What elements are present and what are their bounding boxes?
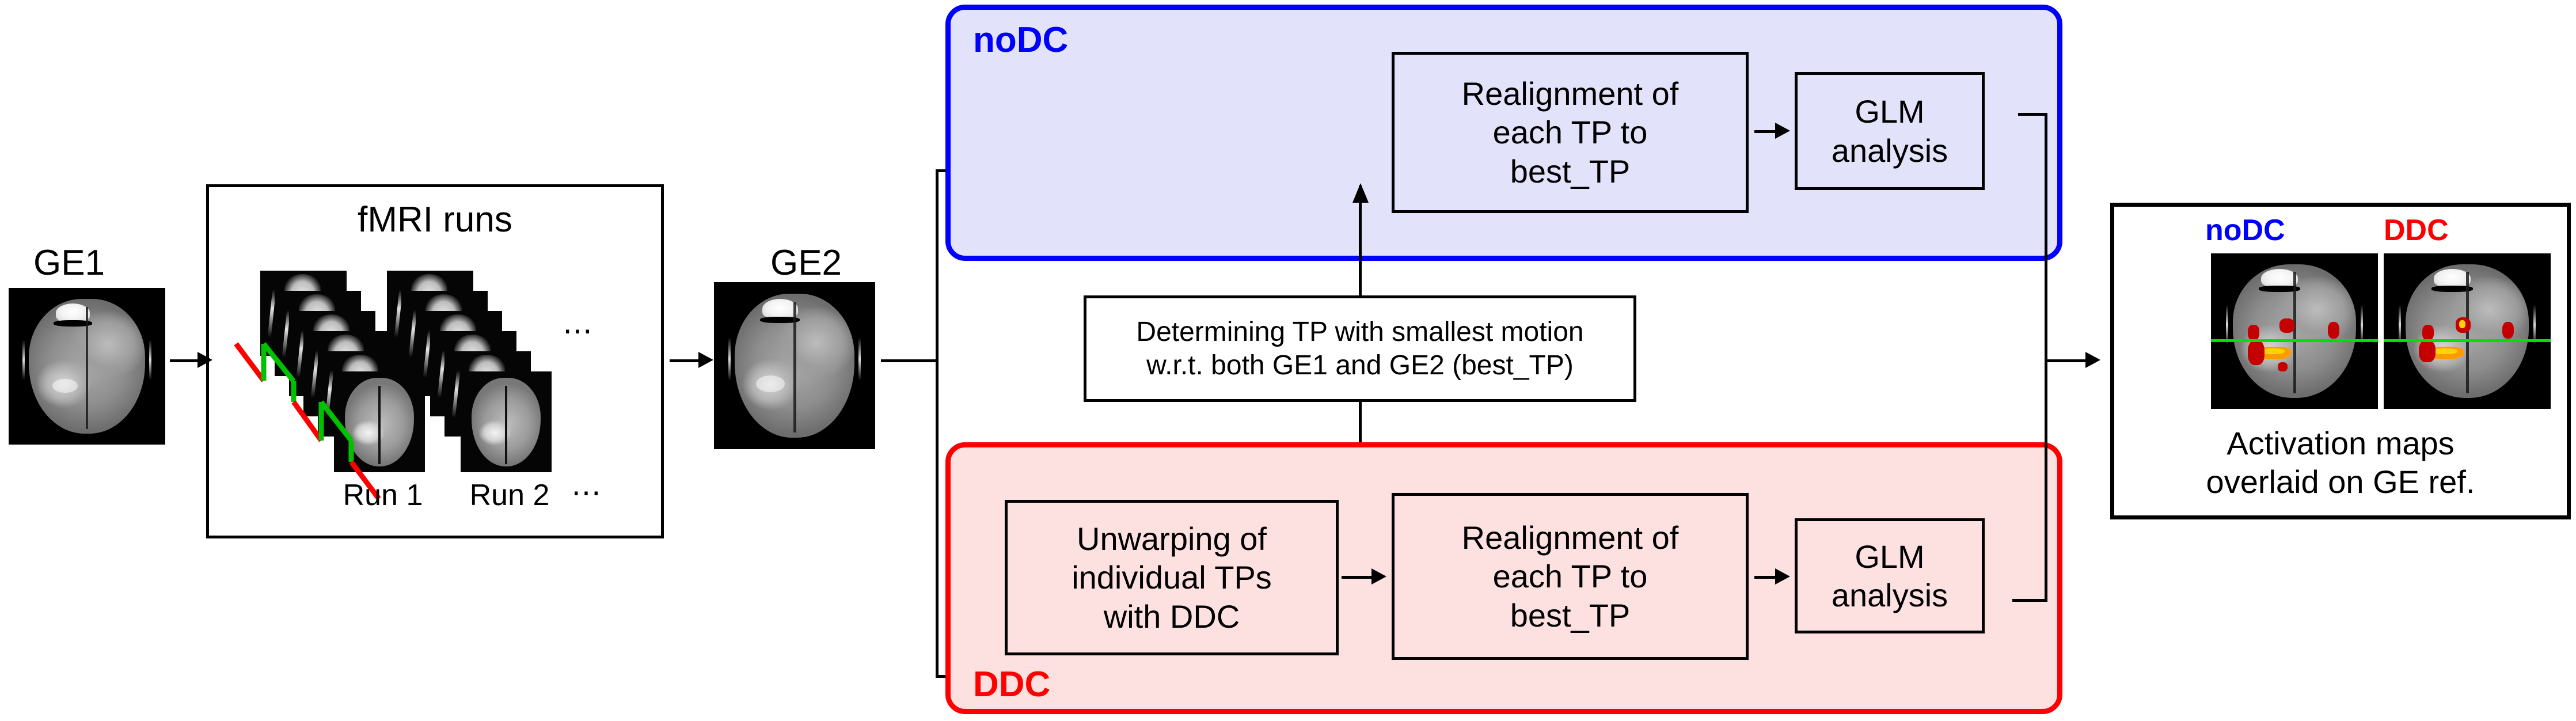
output-ddc-lesion <box>2431 269 2473 292</box>
ge1-skull-rim-right <box>149 339 151 381</box>
output-ddc-reference-line <box>2384 339 2551 342</box>
arrow-to-output-line <box>2045 359 2088 362</box>
ge2-midline-fissure <box>793 302 796 432</box>
output-nodc-fissure <box>2293 272 2296 393</box>
arrow-fmri-to-ge2-head <box>698 352 713 368</box>
activation-blob <box>2328 321 2340 339</box>
output-panel-caption: Activation maps overlaid on GE ref. <box>2206 424 2475 500</box>
ge1-label: GE1 <box>33 243 105 283</box>
activation-blob <box>2278 362 2288 372</box>
nodc-realign-to-glm-line <box>1754 130 1779 133</box>
output-panel-box <box>2110 203 2571 519</box>
output-column-label-nodc: noDC <box>2205 214 2285 247</box>
fmri-runs-title: fMRI runs <box>358 200 512 240</box>
output-nodc-rim-right <box>2360 305 2363 346</box>
ddc-realignment-box[interactable] <box>1392 493 1749 660</box>
output-ddc-fissure <box>2465 272 2469 393</box>
run1-label: Run 1 <box>343 479 423 512</box>
arrow-to-output-head <box>2085 352 2100 368</box>
output-ddc-rim-left <box>2399 305 2402 346</box>
nodc-realignment-box[interactable] <box>1392 52 1749 213</box>
ddc-unwarping-label: Unwarping of individual TPs with DDC <box>1072 521 1272 635</box>
acquisition-timing-zigzag <box>234 342 381 500</box>
ge2-bright-region <box>755 375 785 393</box>
nodc-panel-tag: noDC <box>973 20 1069 60</box>
ddc-unwarp-to-realign-head <box>1371 568 1386 585</box>
ddc-unwarping-box[interactable] <box>1005 500 1339 655</box>
output-column-label-ddc: DDC <box>2384 214 2449 247</box>
nodc-glm-label: GLM analysis <box>1831 93 1948 169</box>
slice-fissure <box>505 385 507 464</box>
ddc-glm-box[interactable] <box>1795 518 1985 633</box>
best-tp-label: Determining TP with smallest motion w.r.… <box>1136 316 1584 381</box>
split-vertical-line <box>936 169 939 676</box>
output-brain-nodc <box>2211 253 2378 409</box>
ge1-lesion <box>54 303 92 327</box>
slice-streak <box>451 370 460 418</box>
stack-ellipsis: ⋯ <box>563 314 595 348</box>
nodc-panel <box>945 5 2062 261</box>
ge1-skull-rim-left <box>22 339 25 381</box>
activation-blob <box>2247 325 2260 341</box>
ddc-realign-to-glm-head <box>1775 568 1790 585</box>
ddc-panel-tag: DDC <box>973 665 1051 704</box>
activation-blob <box>2247 340 2265 366</box>
output-nodc-reference-line <box>2211 339 2378 342</box>
nodc-glm-box[interactable] <box>1795 72 1985 190</box>
ddc-realign-to-glm-line <box>1754 576 1779 579</box>
output-nodc-rim-left <box>2226 305 2229 346</box>
ge1-midline-fissure <box>86 306 89 429</box>
ge2-lesion <box>760 299 800 324</box>
split-stem-line <box>881 359 939 362</box>
runs-ellipsis: ⋯ <box>571 476 603 510</box>
slice-fissure <box>378 385 381 464</box>
output-nodc-lesion <box>2259 269 2300 292</box>
fmri-runs-box <box>206 184 664 538</box>
arrow-ge1-to-fmri-head <box>197 352 212 368</box>
activation-blob-bright <box>2261 348 2285 355</box>
nodc-realign-to-glm-head <box>1775 123 1790 139</box>
best-tp-up-arrow-head <box>1352 183 1369 203</box>
run2-slice-last <box>461 371 552 472</box>
ge2-skull-rim-left <box>728 337 731 381</box>
nodc-glm-out-line <box>2018 113 2047 116</box>
arrow-ge1-to-fmri-line <box>170 359 199 362</box>
ge1-brain-image <box>9 288 165 445</box>
activation-blob-bright <box>2459 320 2466 328</box>
merge-vertical-line <box>2045 113 2047 602</box>
nodc-realignment-label: Realignment of each TP to best_TP <box>1461 75 1679 189</box>
ddc-glm-out-line <box>2012 599 2047 602</box>
activation-blob <box>2279 318 2294 333</box>
ge1-bright-region <box>52 378 78 393</box>
run2-label: Run 2 <box>469 479 550 512</box>
ge2-skull-rim-right <box>858 337 861 381</box>
activation-blob-bright <box>2432 348 2457 355</box>
arrow-fmri-to-ge2-line <box>670 359 700 362</box>
ge2-brain-image <box>714 282 875 449</box>
ge2-label: GE2 <box>770 243 842 283</box>
activation-blob <box>2422 325 2434 341</box>
ddc-glm-label: GLM analysis <box>1831 538 1948 613</box>
activation-blob <box>2502 321 2514 339</box>
ddc-unwarp-to-realign-line <box>1342 576 1374 579</box>
ddc-panel <box>945 442 2062 714</box>
output-brain-ddc <box>2384 253 2551 409</box>
best-tp-up-line <box>1359 185 1362 298</box>
activation-blob <box>2418 340 2436 362</box>
output-ddc-rim-right <box>2533 305 2536 346</box>
ddc-realignment-label: Realignment of each TP to best_TP <box>1461 519 1679 633</box>
